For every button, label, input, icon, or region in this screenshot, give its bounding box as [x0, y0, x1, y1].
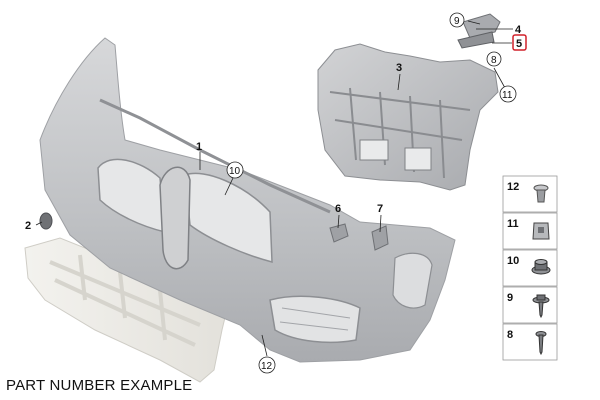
clamp-nut-icon	[532, 222, 550, 240]
legend-box	[502, 286, 558, 324]
legend-item: 12	[502, 175, 558, 213]
legend-item: 9	[502, 286, 558, 324]
callout-12-circle: 12	[258, 356, 276, 374]
callout-8: 8	[491, 55, 497, 66]
callout-3: 3	[396, 62, 402, 74]
legend-item: 8	[502, 323, 558, 361]
legend-item: 10	[502, 249, 558, 287]
screw-icon	[535, 331, 547, 356]
callout-7: 7	[377, 203, 383, 215]
caption: PART NUMBER EXAMPLE	[6, 377, 193, 394]
callout-12: 12	[261, 361, 273, 372]
callout-11: 11	[502, 90, 513, 101]
callout-10-circle: 10	[226, 161, 244, 179]
callout-9-circle: 9	[449, 12, 465, 28]
callout-2: 2	[25, 220, 31, 232]
fastener-legend: 12 11 10 9 8	[502, 175, 558, 361]
flange-screw-icon	[532, 294, 550, 319]
legend-box	[502, 323, 558, 361]
callout-1: 1	[196, 141, 202, 153]
legend-number: 8	[507, 329, 513, 341]
callout-11-circle: 11	[499, 85, 517, 103]
collar-nut-icon	[531, 259, 551, 275]
legend-number: 12	[507, 181, 519, 193]
leader-lines	[35, 20, 513, 357]
legend-number: 11	[507, 218, 519, 230]
callout-8-circle: 8	[486, 51, 502, 67]
callout-6: 6	[335, 203, 341, 215]
callout-10: 10	[229, 166, 241, 177]
cover-cap-2	[39, 212, 53, 230]
bracket-4	[457, 13, 501, 49]
bumper-cover	[39, 37, 456, 363]
bumper-carrier	[317, 43, 499, 191]
legend-box	[502, 175, 558, 213]
legend-number: 10	[507, 255, 519, 267]
callout-9: 9	[454, 16, 460, 27]
bracket-7	[371, 225, 389, 251]
callout-5: 5	[516, 38, 522, 50]
clip-icon	[533, 184, 549, 203]
callout-5-highlight	[512, 34, 527, 51]
legend-number: 9	[507, 292, 513, 304]
legend-item: 11	[502, 212, 558, 250]
bracket-6	[329, 223, 349, 243]
callout-4: 4	[515, 24, 522, 36]
